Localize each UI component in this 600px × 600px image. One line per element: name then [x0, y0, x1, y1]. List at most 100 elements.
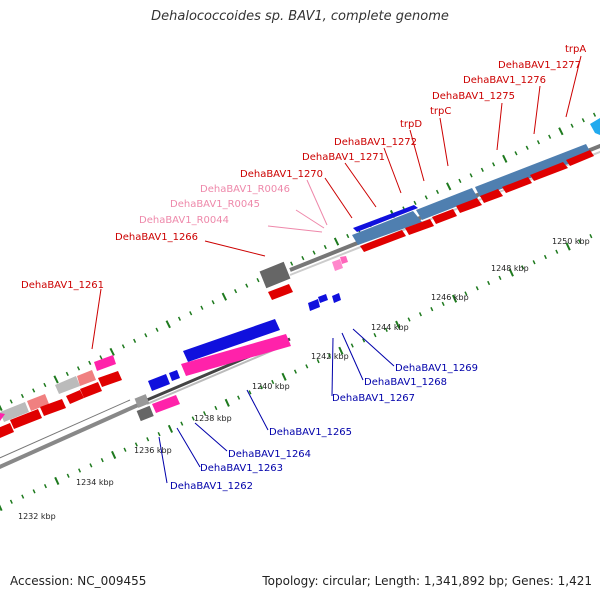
scale-tick: [293, 369, 297, 374]
scale-tick: [525, 145, 529, 150]
scale-tick: [418, 312, 422, 317]
gene-feature-gray[interactable]: [134, 394, 150, 408]
gene-feature-gray[interactable]: [136, 405, 154, 422]
scale-label: 1242 kbp: [311, 352, 349, 361]
gene-feature-blue[interactable]: [183, 319, 280, 362]
gene-label[interactable]: DehaBAV1_R0044: [139, 215, 229, 226]
gene-arrow-red[interactable]: [456, 198, 482, 213]
scale-tick: [592, 112, 597, 117]
gene-feature-blue[interactable]: [353, 205, 418, 232]
gene-feature-gray[interactable]: [0, 402, 29, 422]
gene-arrow-red[interactable]: [40, 399, 66, 416]
gene-label[interactable]: trpA: [565, 44, 586, 55]
scale-tick: [350, 343, 354, 348]
gene-feature-gray[interactable]: [55, 376, 80, 394]
gene-arrow-red[interactable]: [530, 162, 568, 181]
gene-label[interactable]: DehaBAV1_R0045: [170, 199, 260, 210]
gene-arrow-red[interactable]: [432, 209, 457, 224]
scale-tick: [177, 316, 182, 321]
scale-tick: [76, 366, 81, 371]
gene-label[interactable]: DehaBAV1_1263: [200, 463, 283, 474]
scale-tick: [480, 167, 484, 172]
gene-label[interactable]: DehaBAV1_1261: [21, 280, 104, 291]
scale-label: 1248 kbp: [491, 264, 529, 273]
scale-tick: [167, 424, 174, 433]
scale-tick: [134, 442, 138, 447]
gene-arrow-red[interactable]: [502, 177, 532, 193]
gene-label[interactable]: DehaBAV1_1264: [228, 449, 311, 460]
gene-arrow-blue[interactable]: [308, 299, 320, 311]
gene-label[interactable]: DehaBAV1_1275: [432, 91, 515, 102]
scale-tick: [88, 360, 92, 366]
gene-arrow-red[interactable]: [10, 409, 42, 429]
gene-label[interactable]: DehaBAV1_R0046: [200, 184, 290, 195]
scale-tick: [532, 260, 536, 265]
gene-label[interactable]: trpC: [430, 106, 451, 117]
gene-label[interactable]: DehaBAV1_1266: [115, 232, 198, 243]
gene-label[interactable]: DehaBAV1_1276: [463, 75, 546, 86]
gene-arrow-blue[interactable]: [318, 294, 328, 303]
scale-tick: [165, 320, 171, 329]
gene-feature-pink[interactable]: [152, 395, 180, 413]
scale-tick: [43, 484, 47, 489]
scale-tick: [424, 195, 428, 200]
gene-feature-pink[interactable]: [181, 334, 291, 376]
scale-tick: [362, 338, 366, 343]
scale-tick: [0, 504, 3, 512]
scale-tick: [144, 333, 148, 338]
gene-feature-gray[interactable]: [259, 261, 291, 289]
gene-label[interactable]: DehaBAV1_1265: [269, 427, 352, 438]
scale-tick: [407, 317, 411, 322]
gene-label[interactable]: DehaBAV1_1272: [334, 137, 417, 148]
gene-label[interactable]: DehaBAV1_1271: [302, 152, 385, 163]
scale-tick: [469, 173, 473, 178]
gene-arrow-red[interactable]: [268, 284, 293, 300]
gene-label[interactable]: DehaBAV1_1269: [395, 363, 478, 374]
gene-feature-pink[interactable]: [332, 259, 343, 271]
scale-tick: [451, 294, 458, 303]
gene-feature-gray[interactable]: [77, 370, 96, 386]
gene-arrow-blue[interactable]: [169, 370, 180, 381]
scale-tick: [395, 320, 401, 329]
scale-tick: [248, 390, 252, 395]
gene-feature-pink[interactable]: [340, 256, 348, 264]
gene-label[interactable]: trpD: [400, 119, 422, 130]
gene-arrow-red[interactable]: [480, 189, 503, 203]
scale-tick: [323, 244, 327, 250]
gene-arrow-red[interactable]: [405, 219, 434, 235]
scale-tick: [446, 182, 452, 191]
scale-labels: 1232 kbp 1234 kbp 1236 kbp 1238 kbp 1240…: [18, 237, 590, 521]
scale-tick: [9, 499, 13, 504]
gene-arrow-red[interactable]: [566, 150, 594, 166]
scale-tick: [221, 292, 228, 301]
scale-tick: [99, 355, 103, 360]
gene-label[interactable]: DehaBAV1_1268: [364, 377, 447, 388]
gene-feature-steel[interactable]: [416, 188, 478, 220]
gene-feature-cyan[interactable]: [590, 118, 600, 135]
scale-tick: [570, 123, 574, 128]
gene-arrow-red[interactable]: [98, 371, 122, 387]
gene-arrow-red[interactable]: [0, 423, 14, 438]
scale-tick: [191, 416, 195, 421]
gene-arrow-red[interactable]: [80, 382, 102, 398]
scale-tick: [271, 379, 275, 385]
gene-label[interactable]: DehaBAV1_1262: [170, 481, 253, 492]
gene-feature-pink[interactable]: [0, 413, 5, 421]
gene-feature-steel[interactable]: [352, 211, 422, 245]
scale-tick: [53, 375, 59, 384]
gene-label[interactable]: DehaBAV1_1267: [332, 393, 415, 404]
gene-feature-gray[interactable]: [27, 394, 49, 411]
scale-tick: [256, 278, 260, 283]
gene-label[interactable]: DehaBAV1_1270: [240, 169, 323, 180]
gene-arrow-blue[interactable]: [332, 293, 341, 303]
gene-arrow-red[interactable]: [66, 390, 84, 404]
gene-arrow-red[interactable]: [360, 230, 406, 252]
gene-feature-pink[interactable]: [94, 355, 116, 371]
gene-feature-steel[interactable]: [475, 144, 592, 197]
scale-tick: [464, 291, 468, 296]
scale-tick: [565, 242, 571, 251]
scale-tick: [32, 388, 36, 393]
gene-label[interactable]: DehaBAV1_1277: [498, 60, 581, 71]
accession-label: Accession: NC_009455: [10, 574, 147, 588]
gene-arrow-blue[interactable]: [148, 374, 170, 391]
